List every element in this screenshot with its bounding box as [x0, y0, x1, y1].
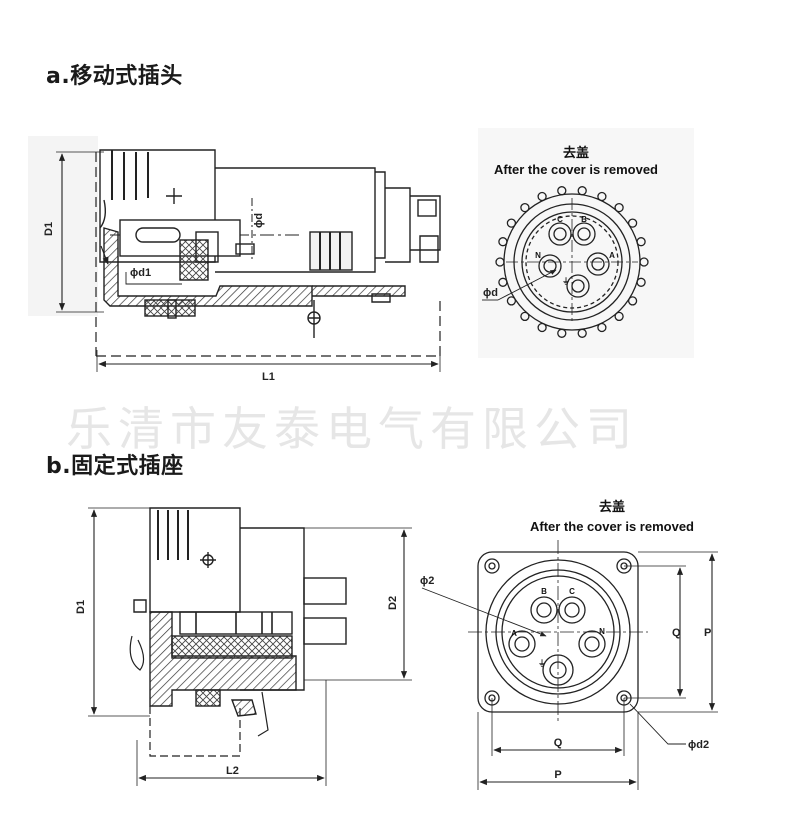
socket-dim-d2-label: D2 — [387, 596, 399, 610]
plug-pin-label-a: A — [609, 251, 615, 260]
plug-pin-label-b: B — [581, 215, 587, 224]
socket-pin-c — [558, 596, 586, 624]
socket-pin-label-earth: ⏚ — [538, 659, 546, 668]
socket-front-view-labels: 去盖 After the cover is removed ϕ2 B C A N… — [420, 499, 711, 781]
knurl-tooth — [627, 218, 638, 228]
plug-front-view-labels: 去盖 After the cover is removed C B A N ⏚ … — [483, 145, 658, 299]
socket-pin-earth — [542, 654, 574, 686]
socket-dim-l2-label: L2 — [226, 765, 239, 777]
section-b-title: b.固定式插座 — [46, 454, 184, 479]
plug-cover-note-en: After the cover is removed — [494, 162, 658, 177]
plug-pin-label-earth: ⏚ — [562, 277, 570, 286]
socket-dim-q-horizontal: Q — [554, 737, 563, 749]
socket-side-view — [88, 507, 412, 786]
socket-front-view — [421, 540, 718, 790]
knurl-tooth — [506, 218, 517, 228]
knurl-tooth — [614, 202, 624, 213]
socket-dim-p-horizontal: P — [554, 769, 561, 781]
socket-dim-phi-d2: ϕd2 — [688, 739, 709, 751]
plug-front-view — [478, 128, 694, 358]
dim-phi-d1-label: ϕd1 — [130, 267, 151, 279]
dim-l1-label: L1 — [262, 371, 275, 383]
socket-pin-label-n: N — [599, 627, 605, 636]
plug-side-view — [28, 136, 441, 372]
plug-pin-b — [572, 222, 596, 246]
knurl-tooth — [520, 311, 530, 322]
knurl-tooth — [506, 296, 517, 306]
socket-dim-q-vertical: Q — [672, 627, 681, 639]
socket-cover-note-en: After the cover is removed — [530, 519, 694, 534]
socket-side-view-labels: D1 D2 L2 — [75, 596, 399, 777]
section-a-title: a.移动式插头 — [46, 64, 183, 89]
socket-dim-d1-label: D1 — [75, 600, 87, 614]
plug-pin-label-c: C — [557, 215, 563, 224]
knurl-tooth — [614, 311, 624, 322]
socket-dim-p-vertical: P — [704, 627, 711, 639]
plug-pin-a — [586, 252, 610, 276]
socket-pin-a — [508, 630, 536, 658]
plug-side-view-labels: D1 L1 ϕd ϕd1 — [43, 213, 275, 383]
plug-pin-earth — [566, 274, 590, 298]
socket-pin-n — [578, 630, 606, 658]
socket-cover-note-cn: 去盖 — [599, 499, 625, 514]
plug-front-dim-phi-d: ϕd — [483, 287, 498, 299]
plug-pin-c — [548, 222, 572, 246]
socket-pin-label-a: A — [511, 629, 517, 638]
dim-phi-d-label: ϕd — [253, 213, 265, 228]
socket-dim-phi2-label: ϕ2 — [420, 575, 434, 587]
socket-pin-label-c: C — [569, 587, 575, 596]
plug-pin-label-n: N — [535, 251, 541, 260]
knurl-tooth — [627, 296, 638, 306]
plug-cover-note-cn: 去盖 — [563, 145, 589, 160]
mount-hole-tl — [484, 558, 500, 574]
dim-d1-label: D1 — [43, 222, 55, 236]
company-watermark: 乐清市友泰电气有限公司 — [66, 402, 638, 456]
knurl-tooth — [520, 202, 530, 213]
socket-pin-b — [530, 596, 558, 624]
socket-pin-label-b: B — [541, 587, 547, 596]
